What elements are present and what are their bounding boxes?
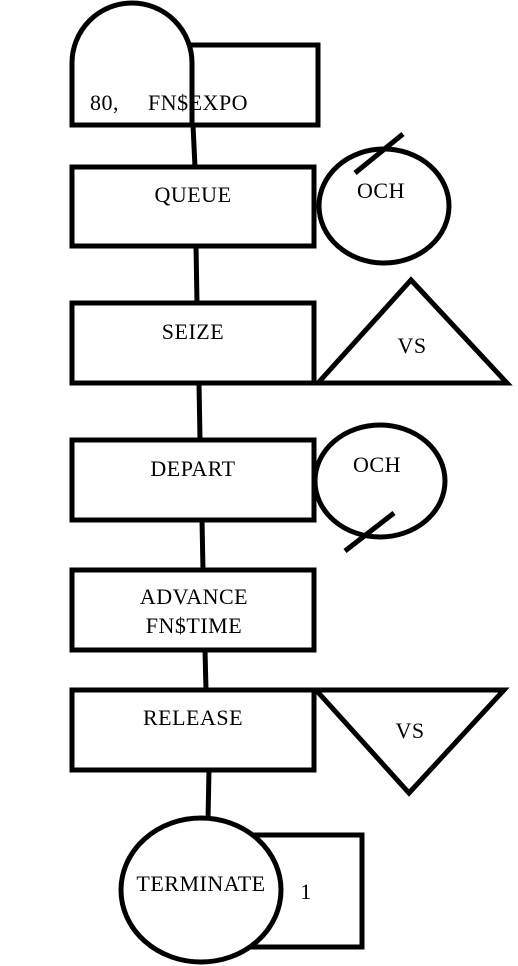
connector-depart-advance bbox=[199, 519, 206, 571]
connector-seize-depart bbox=[196, 382, 203, 441]
release-facility-label: VS bbox=[395, 718, 424, 743]
connector-queue-seize bbox=[193, 245, 200, 304]
queue-rect bbox=[69, 164, 317, 249]
generate-block: 80, FN$EXPO bbox=[69, 0, 321, 128]
advance-block: ADVANCE FN$TIME bbox=[69, 567, 317, 653]
queue-label: QUEUE bbox=[154, 182, 231, 207]
release-facility-triangle bbox=[310, 687, 510, 797]
connector-advance-release bbox=[202, 649, 209, 691]
generate-dome bbox=[69, 0, 195, 128]
queue-entry-slash bbox=[353, 132, 405, 175]
release-label: RELEASE bbox=[143, 705, 243, 730]
depart-storage-circle bbox=[312, 422, 448, 540]
generate-params: 80, bbox=[90, 90, 119, 115]
connector-generate-queue bbox=[190, 124, 198, 168]
depart-storage-label: OCH bbox=[353, 452, 401, 477]
depart-block: DEPART OCH bbox=[69, 422, 448, 553]
advance-label: ADVANCE bbox=[140, 584, 248, 609]
terminate-block: TERMINATE 1 bbox=[118, 815, 365, 965]
generate-operand-box bbox=[187, 42, 321, 128]
seize-block: SEIZE VS bbox=[69, 276, 513, 386]
seize-facility-triangle bbox=[312, 276, 513, 386]
depart-exit-slash bbox=[343, 511, 396, 553]
seize-facility-label: VS bbox=[397, 333, 426, 358]
queue-storage-circle bbox=[316, 146, 452, 266]
seize-label: SEIZE bbox=[162, 319, 224, 344]
release-block: RELEASE VS bbox=[69, 687, 510, 797]
terminate-label: TERMINATE bbox=[136, 871, 265, 896]
advance-rect bbox=[69, 567, 317, 653]
queue-storage-label: OCH bbox=[357, 178, 405, 203]
flow-connectors bbox=[190, 124, 212, 821]
seize-rect bbox=[69, 300, 317, 386]
release-rect bbox=[69, 687, 317, 773]
generate-function: FN$EXPO bbox=[148, 90, 248, 115]
advance-time-function: FN$TIME bbox=[146, 613, 242, 638]
connector-release-terminate bbox=[205, 769, 212, 821]
terminate-circle bbox=[118, 815, 284, 965]
depart-label: DEPART bbox=[150, 456, 235, 481]
queue-block: QUEUE OCH bbox=[69, 132, 452, 266]
terminate-count: 1 bbox=[300, 879, 312, 904]
